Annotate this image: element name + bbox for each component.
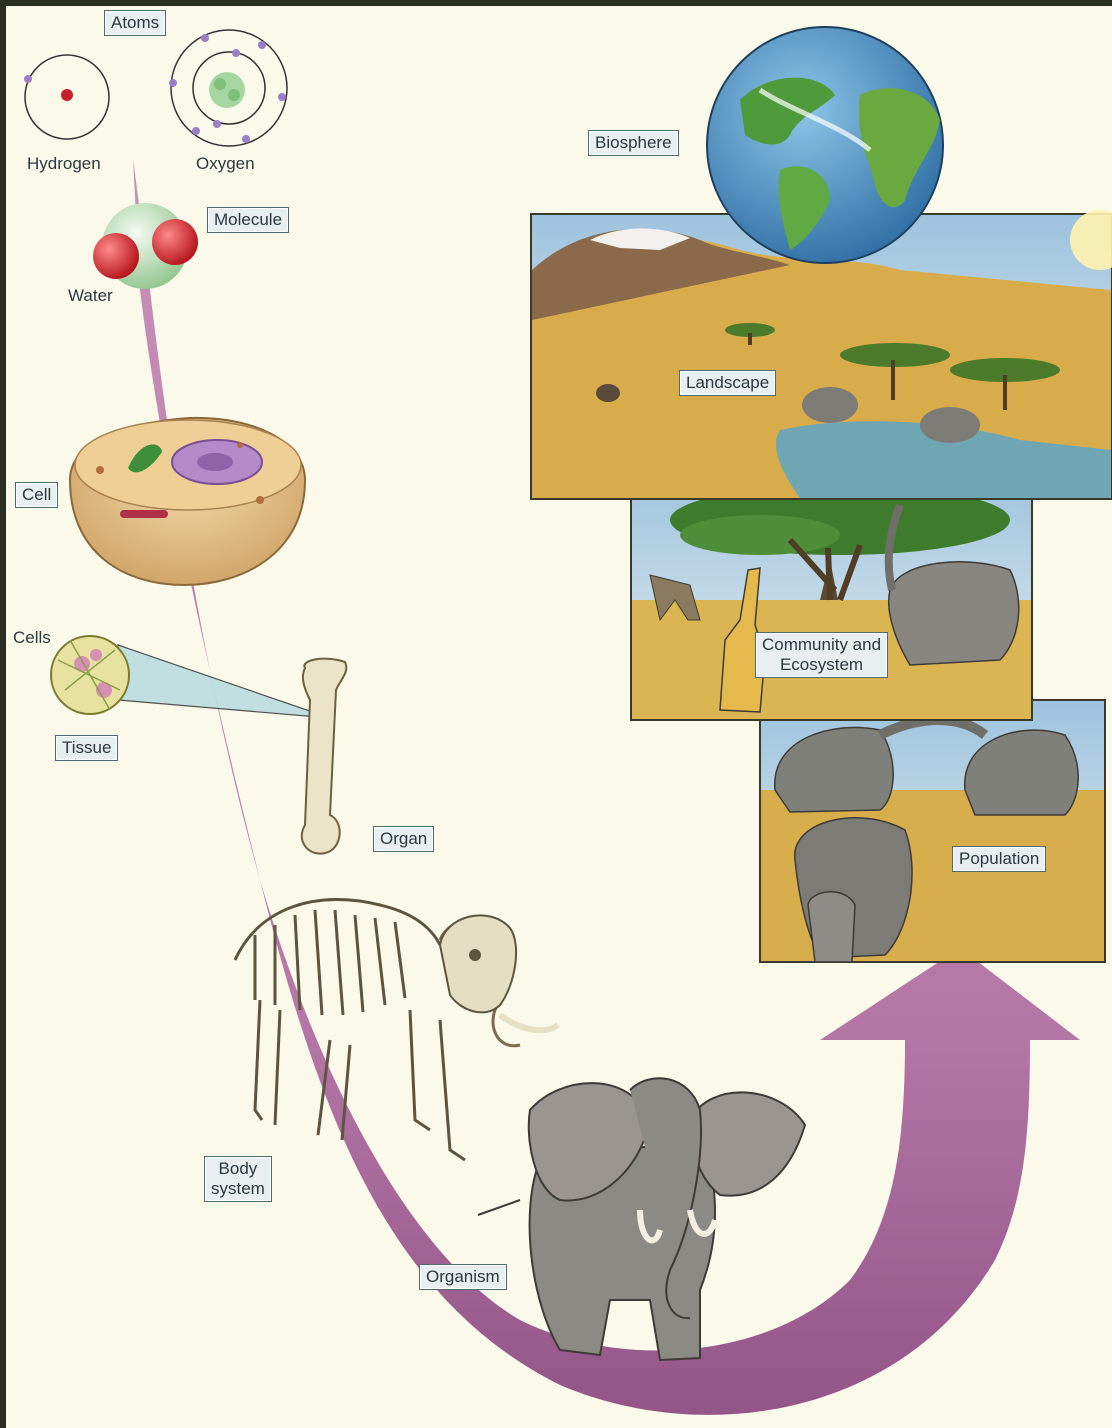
elephant-skull	[440, 915, 516, 1012]
cells-label: Cells	[13, 628, 51, 648]
earth-globe-illustration	[707, 27, 943, 263]
community-label-line-2: Ecosystem	[762, 655, 881, 675]
femur-bone-illustration	[302, 659, 347, 854]
community-ecosystem-scene	[631, 472, 1032, 720]
water-molecule	[93, 203, 198, 289]
landscape-label: Landscape	[679, 370, 776, 396]
oxygen-label: Oxygen	[196, 154, 255, 174]
organism-label: Organism	[419, 1264, 507, 1290]
cell-illustration	[70, 418, 305, 585]
hydrogen-label: Hydrogen	[27, 154, 101, 174]
atoms-label: Atoms	[104, 10, 166, 36]
tissue-label: Tissue	[55, 735, 118, 761]
community-ecosystem-label: Community and Ecosystem	[755, 632, 888, 678]
organ-label: Organ	[373, 826, 434, 852]
tissue-illustration	[51, 636, 330, 718]
oxygen-atom	[169, 30, 287, 146]
body-system-label-line-1: Body	[211, 1159, 265, 1179]
elephant-organism-illustration	[478, 1078, 805, 1360]
molecule-label: Molecule	[207, 207, 289, 233]
population-label: Population	[952, 846, 1046, 872]
hydrogen-atom	[24, 55, 109, 139]
biosphere-label: Biosphere	[588, 130, 679, 156]
body-system-label: Body system	[204, 1156, 272, 1202]
water-label: Water	[68, 286, 113, 306]
community-label-line-1: Community and	[762, 635, 881, 655]
body-system-label-line-2: system	[211, 1179, 265, 1199]
cell-label: Cell	[15, 482, 58, 508]
population-scene	[760, 700, 1105, 962]
